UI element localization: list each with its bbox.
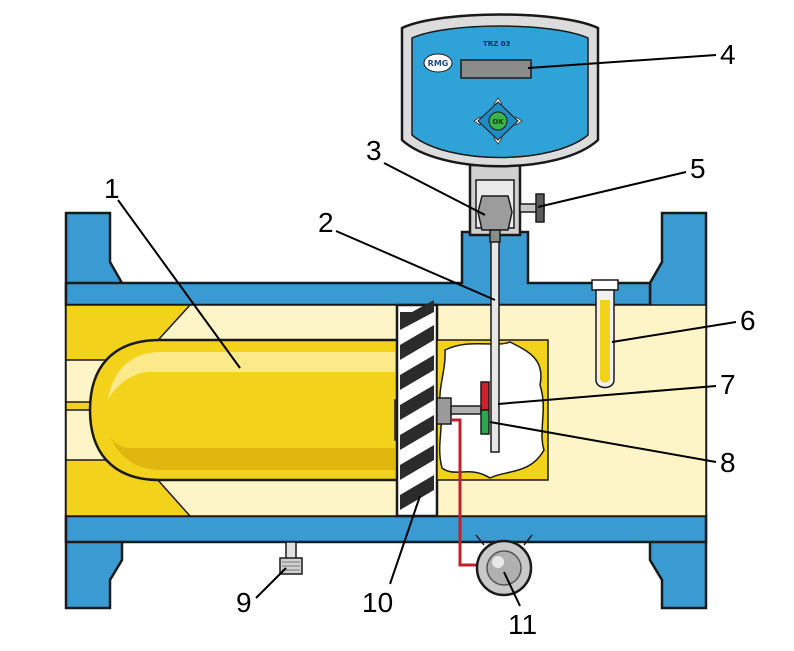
signal-wire xyxy=(451,418,478,567)
meter-neck xyxy=(468,163,545,243)
callout-3: 3 xyxy=(366,135,382,166)
leader-lines xyxy=(117,54,737,607)
display-panel xyxy=(411,25,589,159)
drain-plug xyxy=(279,541,303,575)
electronic-head: RMG TRZ 03 OK xyxy=(400,13,600,168)
pressure-tap-valve xyxy=(519,193,545,223)
model-text: TRZ 03 xyxy=(483,40,511,48)
callout-11: 11 xyxy=(508,609,537,640)
callout-5: 5 xyxy=(690,153,706,184)
callout-9: 9 xyxy=(236,587,252,618)
magnet-wheel-green xyxy=(480,409,490,435)
magnet-shaft-hub xyxy=(436,397,452,425)
callout-4: 4 xyxy=(720,39,736,70)
ok-button[interactable] xyxy=(488,111,508,131)
callout-6: 6 xyxy=(740,305,756,336)
logo-text: RMG xyxy=(428,59,449,68)
shaft xyxy=(490,239,500,453)
pipe-bottom-wall xyxy=(64,514,708,544)
turbine-wheel xyxy=(395,300,439,518)
callout-10: 10 xyxy=(362,587,393,618)
logo-badge xyxy=(423,53,453,73)
flow-straightener-body xyxy=(88,338,402,482)
flow-straightener xyxy=(65,304,436,517)
body-highlight xyxy=(108,352,395,400)
callout-2: 2 xyxy=(318,207,334,238)
thermowell xyxy=(591,279,619,389)
magnet-wheel-red xyxy=(480,381,490,411)
keypad: OK xyxy=(473,97,523,145)
cutaway-view xyxy=(436,239,549,481)
body-shade xyxy=(108,430,395,470)
callout-1: 1 xyxy=(104,173,120,204)
callout-7: 7 xyxy=(720,369,736,400)
pulse-transmitter xyxy=(475,534,533,597)
display xyxy=(460,59,532,79)
pipe-top-wall xyxy=(64,230,652,307)
ok-label: OK xyxy=(492,118,504,126)
callout-8: 8 xyxy=(720,447,736,478)
callout-labels: 1 2 3 4 5 6 7 8 9 10 11 xyxy=(104,39,756,640)
